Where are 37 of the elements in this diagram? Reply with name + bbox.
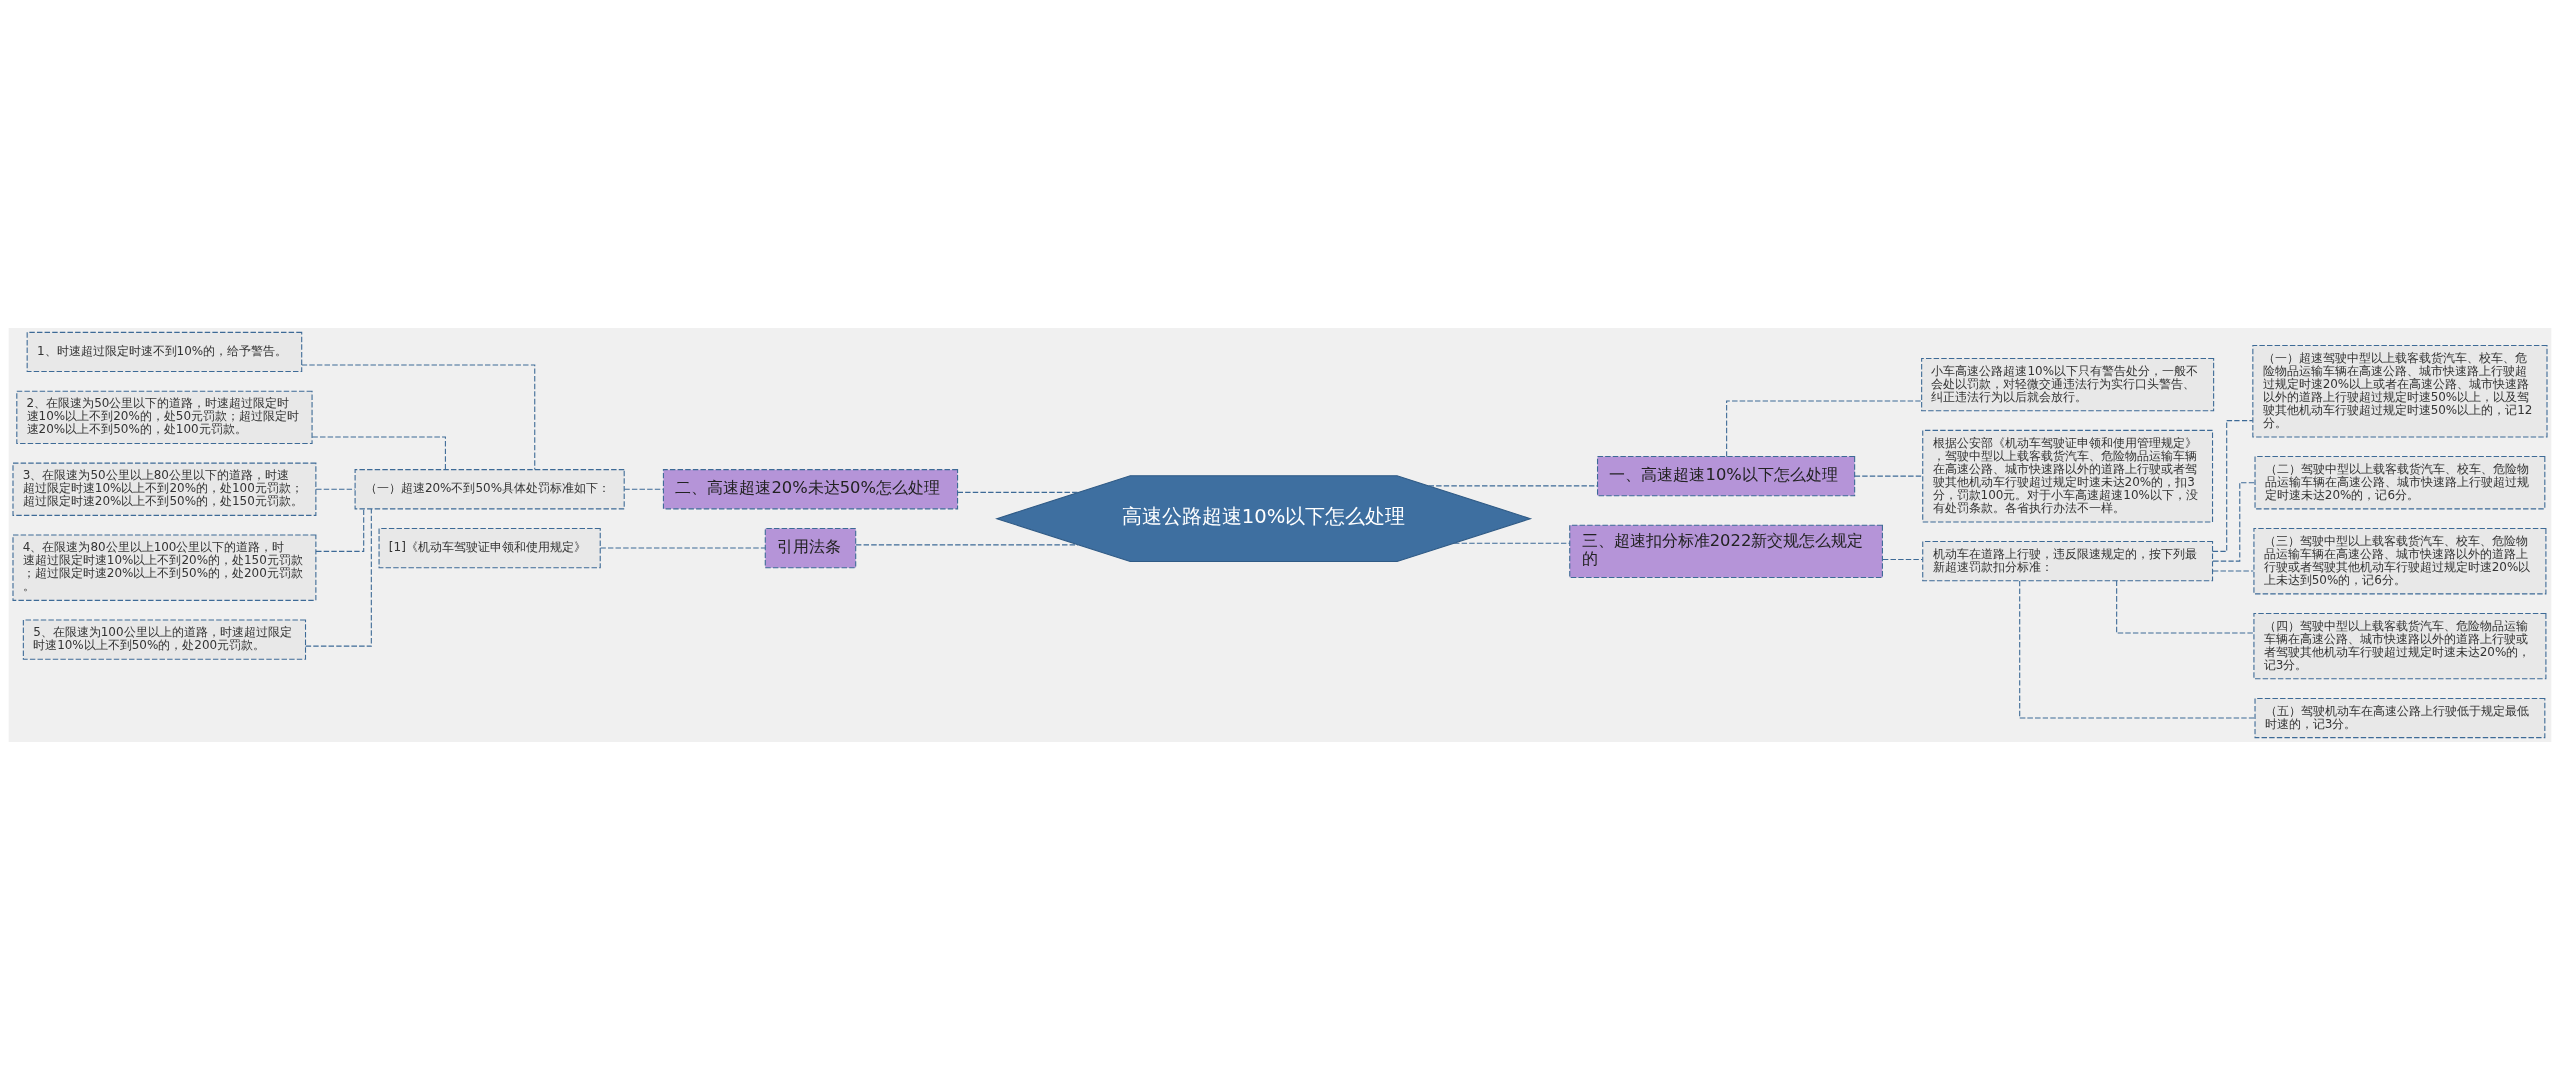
node-box: （四）驾驶中型以上载客载货汽车、危险物品运输车辆在高速公路、城市快速路以外的道路上行驶或者驾驶其他机动车行驶超过规定时速未达20%的，记3分。 xyxy=(2253,612,2547,679)
connector xyxy=(623,488,664,490)
node-box: 根据公安部《机动车驾驶证申领和使用管理规定》，驾驶中型以上载客载货汽车、危险物品运输车辆在高速公路、城市快速路以外的道路上行驶或者驾驶其他机动车行驶超过规定时速未达20%的，扣3分，罚款100元。对于小车高速超速10%以下，没有处罚条款。各省执行办法不一样。 xyxy=(1922,429,2214,522)
node-box: 小车高速公路超速10%以下只有警告处分，一般不会处以罚款，对轻微交通违法行为实行口头警告、纠正违法行为以后就会放行。 xyxy=(1921,357,2215,411)
connector xyxy=(2212,569,2254,571)
node-box: （三）驾驶中型以上载客载货汽车、校车、危险物品运输车辆在高速公路、城市快速路以外的道路上行驶或者驾驶其他机动车行驶超过规定时速20%以上未达到50%的，记6分。 xyxy=(2253,527,2547,594)
node-box: [1]《机动车驾驶证申领和使用规定》 xyxy=(378,527,601,568)
connector xyxy=(305,508,372,647)
connector xyxy=(599,547,766,549)
node-box: 二、高速超速20%未达50%怎么处理 xyxy=(662,468,959,509)
connector xyxy=(315,488,356,490)
node-box: 一、高速超速10%以下怎么处理 xyxy=(1597,455,1856,496)
connector xyxy=(1428,484,1599,486)
connector xyxy=(1453,542,1571,544)
node-box: （一）超速驾驶中型以上载客载货汽车、校车、危险物品运输车辆在高速公路、城市快速路上行驶超过规定时速20%以上或者在高速公路、城市快速路以外的道路上行驶超过规定时速50%以上，以及驾驶其他机动车行驶超过规定时速50%以上的，记12分。 xyxy=(2252,344,2548,437)
node-box: 4、在限速为80公里以上100公里以下的道路，时速超过限定时速10%以上不到20%的，处150元罚款；超过限定时速20%以上不到50%的，处200元罚款。 xyxy=(12,533,317,601)
connector xyxy=(315,507,365,552)
connector xyxy=(1726,399,1923,457)
connector xyxy=(1854,475,1924,477)
connector xyxy=(2212,481,2256,562)
node-box: 2、在限速为50公里以下的道路，时速超过限定时速10%以上不到20%的，处50元罚款；超过限定时速20%以上不到50%的，处100元罚款。 xyxy=(16,390,313,444)
connector xyxy=(2116,579,2255,634)
node-box: 5、在限速为100公里以上的道路，时速超过限定时速10%以上不到50%的，处200元罚款。 xyxy=(22,618,307,660)
node-box: （五）驾驶机动车在高速公路上行驶低于规定最低时速的，记3分。 xyxy=(2254,697,2546,738)
connector xyxy=(957,491,1079,493)
connector xyxy=(1882,558,1923,560)
connector xyxy=(855,543,1079,545)
node-box: （一）超速20%不到50%具体处罚标准如下： xyxy=(354,468,625,509)
connector xyxy=(301,364,536,470)
node-box: 3、在限速为50公里以上80公里以下的道路，时速超过限定时速10%以上不到20%的，处100元罚款；超过限定时速20%以上不到50%的，处150元罚款。 xyxy=(12,462,317,516)
node-box: （二）驾驶中型以上载客载货汽车、校车、危险物品运输车辆在高速公路、城市快速路上行驶超过规定时速未达20%的，记6分。 xyxy=(2254,455,2546,509)
connector xyxy=(2019,579,2256,719)
node-box: 引用法条 xyxy=(764,527,857,568)
connector xyxy=(311,435,446,470)
node-box: 机动车在道路上行驶，违反限速规定的，按下列最新超速罚款扣分标准： xyxy=(1922,540,2214,581)
node-box: 三、超速扣分标准2022新交规怎么规定的 xyxy=(1569,524,1883,578)
node-box: 1、时速超过限定时速不到10%的，给予警告。 xyxy=(26,331,303,372)
